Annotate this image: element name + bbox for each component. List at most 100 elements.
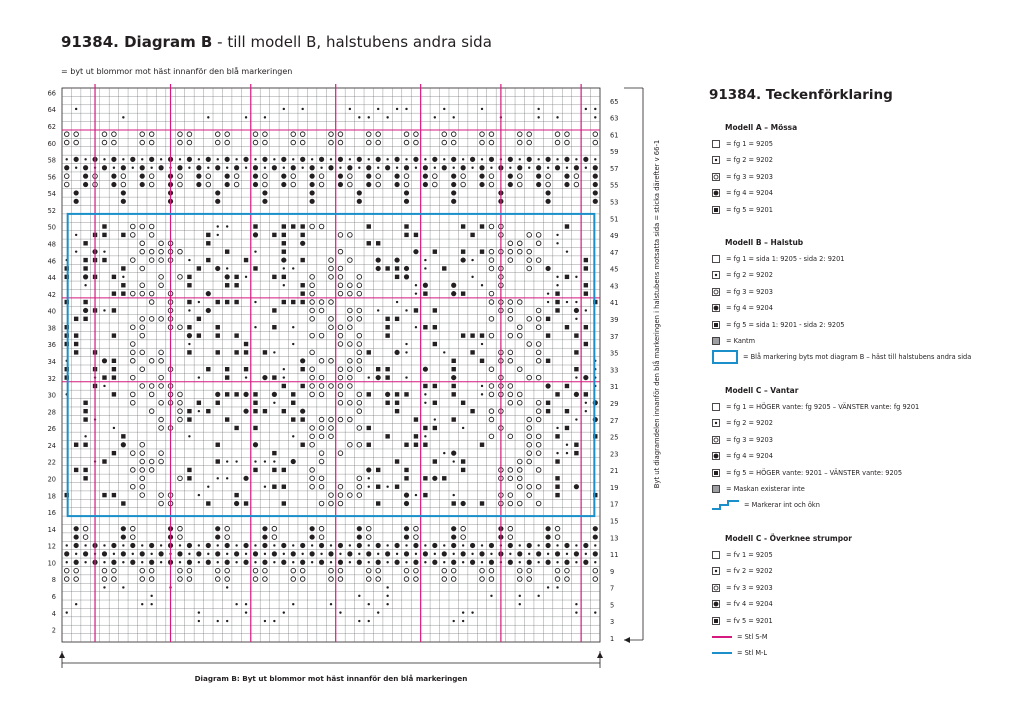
stitch-ring — [488, 332, 495, 339]
stitch-dot — [575, 611, 578, 614]
stitch-ring — [554, 131, 561, 137]
stitch-dot — [546, 292, 550, 295]
stitch-square — [272, 232, 277, 238]
row-label-left: 10 — [48, 559, 56, 567]
stitch-bigdot — [205, 559, 211, 565]
stitch-bigdot — [451, 190, 457, 196]
stitch-bigdot — [573, 391, 580, 397]
diagram-subtitle: = byt ut blommor mot häst innanför den b… — [61, 67, 293, 76]
stitch-ring — [573, 173, 580, 179]
stitch-dot — [518, 561, 521, 564]
stitch-ring — [517, 483, 523, 490]
stitch-square — [196, 400, 202, 405]
blue-frame-icon — [712, 350, 738, 365]
stitch-ring — [158, 358, 164, 364]
stitch-ring — [337, 248, 344, 255]
stitch-ring — [356, 391, 363, 398]
stitch-square — [253, 425, 258, 431]
stitch-ring — [158, 416, 164, 423]
stitch-ring — [507, 248, 514, 255]
stitch-ring — [214, 139, 221, 146]
stitch-square — [460, 400, 466, 405]
stitch-dot — [452, 116, 455, 119]
stitch-ring — [205, 173, 212, 179]
stitch-ring — [347, 492, 353, 498]
stitch-square — [423, 325, 428, 330]
stitch-ring — [517, 324, 523, 330]
row-label-right: 23 — [610, 450, 618, 458]
legend-item-text: = fg 3 = 9203 — [726, 172, 773, 181]
stitch-ring — [328, 324, 334, 330]
stitch-ring — [347, 374, 353, 381]
stitch-bigdot — [592, 526, 598, 532]
stitch-bigdot — [526, 559, 532, 565]
stitch-square — [83, 442, 88, 447]
stitch-square — [281, 274, 287, 280]
row-label-left: 30 — [48, 392, 56, 400]
stitch-square — [121, 434, 126, 439]
stitch-ring — [347, 366, 353, 372]
stitch-bigdot — [337, 559, 344, 565]
stitch-bigdot — [337, 173, 344, 179]
row-label-left: 8 — [52, 576, 56, 584]
stitch-square — [187, 325, 192, 330]
stitch-bigdot — [120, 190, 126, 196]
legend-item-text: = fg 2 = 9202 — [726, 271, 773, 280]
stitch-square — [451, 417, 456, 422]
stitch-dot — [159, 561, 163, 564]
stitch-bigdot — [139, 551, 145, 557]
stitch-dot — [329, 561, 333, 564]
stitch-bigdot — [186, 559, 193, 565]
legend-item-text: = fg 4 = 9204 — [726, 304, 773, 313]
stitch-ring — [73, 576, 79, 582]
stitch-square — [234, 392, 239, 397]
stitch-ring — [517, 467, 523, 473]
stitch-bigdot — [300, 240, 306, 246]
stitch-square — [206, 232, 211, 238]
stitch-ring — [517, 458, 523, 465]
stitch-square — [234, 425, 239, 431]
stitch-dot — [584, 309, 588, 312]
stitch-ring — [318, 383, 325, 389]
stitch-bigdot — [451, 156, 457, 162]
stitch-square — [366, 392, 371, 397]
stitch-bigdot — [300, 156, 306, 162]
stitch-square — [479, 249, 485, 254]
stitch-ring — [356, 316, 363, 322]
stitch-dot — [244, 552, 248, 556]
stitch-dot — [556, 561, 559, 564]
stitch-bigdot — [403, 551, 410, 557]
stitch-dot — [263, 116, 267, 119]
stitch-ring — [535, 433, 542, 440]
stitch-square — [234, 299, 239, 305]
stitch-bigdot — [281, 559, 287, 565]
stitch-square — [281, 224, 287, 229]
stitch-bigdot — [243, 408, 249, 414]
stitch-bigdot — [224, 156, 230, 162]
stitch-ring — [460, 534, 466, 540]
stitch-ring — [554, 534, 561, 540]
stitch-ring — [130, 290, 136, 297]
stitch-ring — [111, 576, 117, 582]
stitch-ring — [356, 441, 363, 448]
stitch-ring — [488, 257, 495, 263]
stitch-dot — [528, 552, 531, 556]
stitch-ring — [139, 366, 145, 372]
legend-item: = fv 5 = 9201 — [712, 616, 773, 626]
stitch-square — [385, 333, 390, 338]
stitch-square — [413, 434, 419, 439]
stitch-square — [300, 257, 305, 263]
row-label-left: 50 — [48, 224, 56, 232]
stitch-ring — [356, 358, 363, 364]
stitch-ring — [441, 576, 448, 582]
stitch-bigdot — [573, 165, 580, 171]
stitch-bigdot — [337, 542, 344, 549]
stitch-dot — [207, 485, 210, 488]
stitch-square — [423, 291, 428, 296]
stitch-bigdot — [177, 165, 183, 171]
stitch-bigdot — [309, 526, 315, 532]
stitch-square — [404, 467, 409, 473]
stitch-ring — [535, 307, 542, 314]
stitch-bigdot — [507, 542, 513, 549]
stitch-dot — [546, 166, 550, 169]
